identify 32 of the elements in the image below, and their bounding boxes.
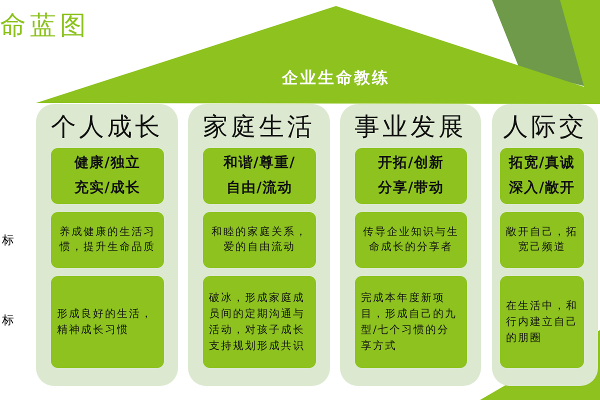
column-panel xyxy=(492,104,598,386)
row-label: 标 xyxy=(2,232,14,249)
column-panel xyxy=(36,104,178,386)
keyword-box xyxy=(500,148,584,204)
keyword-text: 深入/敞开 xyxy=(508,179,576,198)
keyword-text: 开拓/创新 xyxy=(378,154,444,173)
keyword-box xyxy=(51,148,164,204)
text-box: 形成良好的生活，精神成长习惯 xyxy=(51,276,164,368)
text-box: 敞开自己，拓宽己频道 xyxy=(500,212,584,268)
column-heading: 人际交 xyxy=(502,111,588,143)
column-heading: 事业发展 xyxy=(354,111,468,143)
text-box: 养成健康的生活习惯，提升生命品质 xyxy=(51,212,164,268)
column-heading: 家庭生活 xyxy=(202,111,316,143)
column-panel xyxy=(188,104,330,386)
keyword-text: 自由/流动 xyxy=(226,178,293,198)
keyword-text: 分享/带动 xyxy=(378,178,444,198)
title: 命蓝图 xyxy=(0,10,90,43)
text-box: 在生活中，和行内建立自己的朋圈 xyxy=(500,276,584,368)
column-heading: 个人成长 xyxy=(50,111,164,143)
roof-label: 企业生命教练 xyxy=(280,68,391,89)
keyword-text: 拓宽/真诚 xyxy=(508,154,576,173)
keyword-box xyxy=(355,148,467,204)
keyword-text: 充实/成长 xyxy=(74,178,141,198)
text-box: 传导企业知识与生命成长的分享者 xyxy=(355,212,467,268)
keyword-box xyxy=(203,148,316,204)
text-box: 破冰，形成家庭成员间的定期沟通与活动，对孩子成长支持规划形成共识 xyxy=(203,276,316,368)
text-box: 和睦的家庭关系，爱的自由流动 xyxy=(203,212,316,268)
keyword-text: 健康/独立 xyxy=(74,154,141,173)
keyword-text: 和谐/尊重/ xyxy=(223,154,296,173)
text-box: 完成本年度新项目，形成自己的九型/七个习惯的分享方式 xyxy=(355,276,467,368)
row-label: 标 xyxy=(2,312,14,329)
column-panel xyxy=(340,104,481,386)
